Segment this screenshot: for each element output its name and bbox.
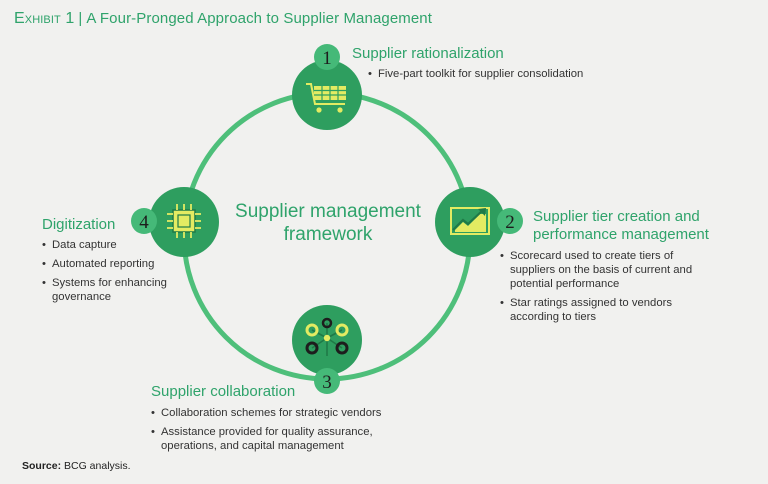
bullet-line: Automated reporting [52,258,155,270]
step-2-bullet: Scorecard used to create tiers of suppli… [500,249,750,291]
step-4-bullet: Data capture [42,238,202,252]
source-text: BCG analysis. [64,460,131,472]
step-badge-2 [497,208,523,234]
step-4-bullets: Data capture Automated reporting Systems… [42,238,202,309]
step-2-bullets: Scorecard used to create tiers of suppli… [500,249,750,329]
center-label-line-2: framework [283,224,373,245]
title-divider: | [78,10,83,27]
step-badge-3 [314,368,340,394]
step-2-title-line-2: performance management [533,226,709,243]
bullet-line: operations, and capital management [161,440,344,452]
bullet-line: according to tiers [510,311,597,323]
step-3-bullet: Collaboration schemes for strategic vend… [151,406,451,420]
exhibit-title: Exhibit 1|A Four-Pronged Approach to Sup… [14,10,432,28]
step-2-title: Supplier tier creation and performance m… [533,208,709,244]
bullet-line: governance [52,291,112,303]
framework-center-label: Supplier management framework [220,200,436,246]
step-number-4: 4 [139,212,149,233]
step-1-bullets: Five-part toolkit for supplier consolida… [368,67,668,86]
microchip-icon [167,204,201,238]
bullet-line: Collaboration schemes for strategic vend… [161,407,382,419]
bullet-line: Data capture [52,239,117,251]
exhibit-heading: A Four-Pronged Approach to Supplier Mana… [86,10,433,27]
step-2-bullet: Star ratings assigned to vendors accordi… [500,296,750,324]
bullet-line: suppliers on the basis of current and [510,264,693,276]
step-1-title-line-1: Supplier rationalization [352,45,504,62]
bullet-line: potential performance [510,278,620,290]
exhibit-label: Exhibit 1 [14,10,75,27]
step-3-bullets: Collaboration schemes for strategic vend… [151,406,451,458]
bullet-line: Scorecard used to create tiers of [510,250,674,262]
step-1-bullet: Five-part toolkit for supplier consolida… [368,67,668,81]
step-number-2: 2 [505,212,515,233]
bullet-line: Assistance provided for quality assuranc… [161,426,373,438]
step-1-title: Supplier rationalization [352,45,504,63]
source-note: Source: BCG analysis. [22,460,131,472]
node-supplier-collaboration: 3 [292,305,362,394]
step-3-title-line-1: Supplier collaboration [151,383,296,400]
trend-chart-icon [450,207,490,235]
step-number-3: 3 [322,372,332,393]
step-badge-1 [314,44,340,70]
step-4-title: Digitization [42,216,115,234]
step-3-bullet: Assistance provided for quality assuranc… [151,425,451,453]
node-supplier-tier-creation: 2 [435,187,523,257]
shopping-cart-icon [306,83,346,113]
center-label-line-1: Supplier management [235,201,421,222]
bullet-text: Five-part toolkit for supplier consolida… [378,68,584,80]
bullet-line: Star ratings assigned to vendors [510,297,673,309]
step-number-1: 1 [322,48,332,69]
network-nodes-icon [305,317,349,356]
source-label: Source: [22,460,62,472]
step-3-title: Supplier collaboration [151,383,295,401]
step-4-bullet: Systems for enhancing governance [42,276,202,304]
step-4-title-line-1: Digitization [42,216,116,233]
step-2-title-line-1: Supplier tier creation and [533,208,700,225]
step-4-bullet: Automated reporting [42,257,202,271]
bullet-line: Systems for enhancing [52,277,167,289]
node-supplier-rationalization: 1 [292,44,362,130]
step-badge-4 [131,208,157,234]
